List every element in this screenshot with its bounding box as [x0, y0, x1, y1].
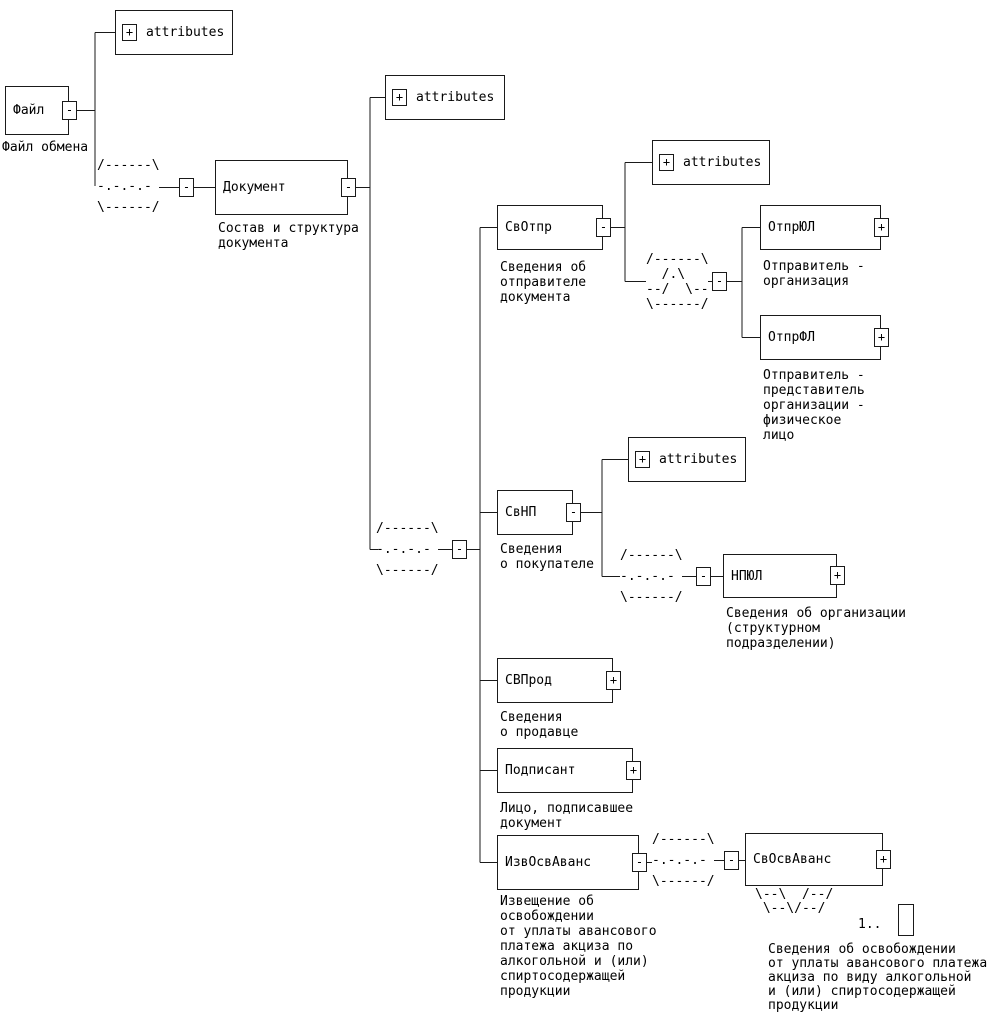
- fajl-collapse-icon[interactable]: -: [62, 101, 77, 120]
- node-svnp[interactable]: СвНП: [497, 490, 573, 535]
- node-otprfl[interactable]: ОтпрФЛ: [760, 315, 881, 360]
- occurs-label: 1..: [858, 917, 882, 932]
- attributes-expand-icon[interactable]: +: [392, 89, 407, 106]
- node-svnp-caption: Сведения о покупателе: [500, 542, 594, 572]
- attributes-label: attributes: [683, 155, 762, 170]
- fajl-sequence-collapse-icon[interactable]: -: [179, 178, 194, 197]
- node-svprod-label: СВПрод: [505, 673, 552, 688]
- otprfl-expand-icon[interactable]: +: [874, 328, 889, 347]
- dokument-attributes-box[interactable]: + attributes: [385, 75, 505, 120]
- node-svprod-caption: Сведения о продавце: [500, 710, 579, 740]
- node-otpryul[interactable]: ОтпрЮЛ: [760, 205, 881, 250]
- node-svprod[interactable]: СВПрод: [497, 658, 613, 703]
- izvosvavans-collapse-icon[interactable]: -: [632, 853, 647, 872]
- svotpr-collapse-icon[interactable]: -: [596, 218, 611, 237]
- node-podpisant-caption: Лицо, подписавшее документ: [500, 801, 634, 831]
- svprod-expand-icon[interactable]: +: [606, 671, 621, 690]
- node-dokument-label: Документ: [223, 180, 286, 195]
- fajl-attributes-box[interactable]: + attributes: [115, 10, 233, 55]
- node-svotpr-label: СвОтпр: [505, 220, 552, 235]
- node-npyul-label: НПЮЛ: [731, 568, 763, 584]
- npyul-expand-icon[interactable]: +: [830, 566, 845, 585]
- sequence-icon: /------\ -.-.-.- \------/: [652, 832, 715, 889]
- occurs-box: [898, 904, 914, 936]
- dokument-collapse-icon[interactable]: -: [341, 178, 356, 197]
- node-podpisant-label: Подписант: [505, 763, 576, 778]
- svnp-sequence-collapse-icon[interactable]: -: [696, 567, 711, 586]
- dokument-sequence-collapse-icon[interactable]: -: [452, 540, 467, 559]
- node-svotpr[interactable]: СвОтпр: [497, 205, 603, 250]
- sequence-icon: /------\ -.-.-.- \------/: [620, 548, 683, 605]
- attributes-expand-icon[interactable]: +: [659, 154, 674, 171]
- node-svotpr-caption: Сведения об отправителе документа: [500, 260, 587, 305]
- repeat-icon: \--\ /--/ \--\/--/: [755, 887, 834, 916]
- node-npyul-caption: Сведения об организации (структурном под…: [726, 606, 907, 651]
- svosvavans-expand-icon[interactable]: +: [876, 850, 891, 869]
- attributes-expand-icon[interactable]: +: [635, 451, 650, 468]
- node-izvosvavans-label: ИзвОсвАванс: [505, 855, 592, 870]
- node-svosvavans-caption: Сведения об освобождении от уплаты аванс…: [768, 942, 988, 1013]
- node-otprfl-caption: Отправитель - представитель организации …: [763, 368, 865, 443]
- node-svosvavans[interactable]: СвОсвАванс: [745, 833, 883, 886]
- attributes-expand-icon[interactable]: +: [122, 24, 137, 41]
- attributes-label: attributes: [659, 452, 738, 467]
- node-izvosvavans-caption: Извещение об освобождении от уплаты аван…: [500, 894, 657, 999]
- otpryul-expand-icon[interactable]: +: [874, 218, 889, 237]
- node-dokument-caption: Состав и структура документа: [218, 221, 359, 251]
- podpisant-expand-icon[interactable]: +: [626, 761, 641, 780]
- node-svosvavans-label: СвОсвАванс: [753, 852, 832, 867]
- svotpr-attributes-box[interactable]: + attributes: [652, 140, 770, 185]
- attributes-label: attributes: [146, 25, 225, 40]
- sequence-icon: /------\ -.-.-.- \------/: [376, 521, 439, 578]
- sequence-icon: /------\ -.-.-.- \------/: [97, 158, 160, 215]
- node-svnp-label: СвНП: [505, 505, 537, 520]
- attributes-label: attributes: [416, 90, 495, 105]
- node-izvosvavans[interactable]: ИзвОсвАванс: [497, 835, 639, 890]
- svnp-collapse-icon[interactable]: -: [566, 503, 581, 522]
- node-fajl-label: Файл: [13, 103, 45, 118]
- node-podpisant[interactable]: Подписант: [497, 748, 633, 793]
- choice-icon: /------\ /.\ --/ \-- \------/: [646, 252, 709, 312]
- node-otpryul-label: ОтпрЮЛ: [768, 220, 815, 235]
- svnp-attributes-box[interactable]: + attributes: [628, 437, 746, 482]
- izvosvavans-sequence-collapse-icon[interactable]: -: [724, 851, 739, 870]
- node-fajl[interactable]: Файл: [5, 86, 69, 135]
- node-otprfl-label: ОтпрФЛ: [768, 330, 815, 345]
- node-otpryul-caption: Отправитель - организация: [763, 259, 865, 289]
- node-fajl-caption: Файл обмена: [2, 140, 89, 155]
- node-npyul[interactable]: НПЮЛ: [723, 554, 837, 598]
- svotpr-choice-collapse-icon[interactable]: -: [712, 272, 727, 291]
- node-dokument[interactable]: Документ: [215, 160, 348, 215]
